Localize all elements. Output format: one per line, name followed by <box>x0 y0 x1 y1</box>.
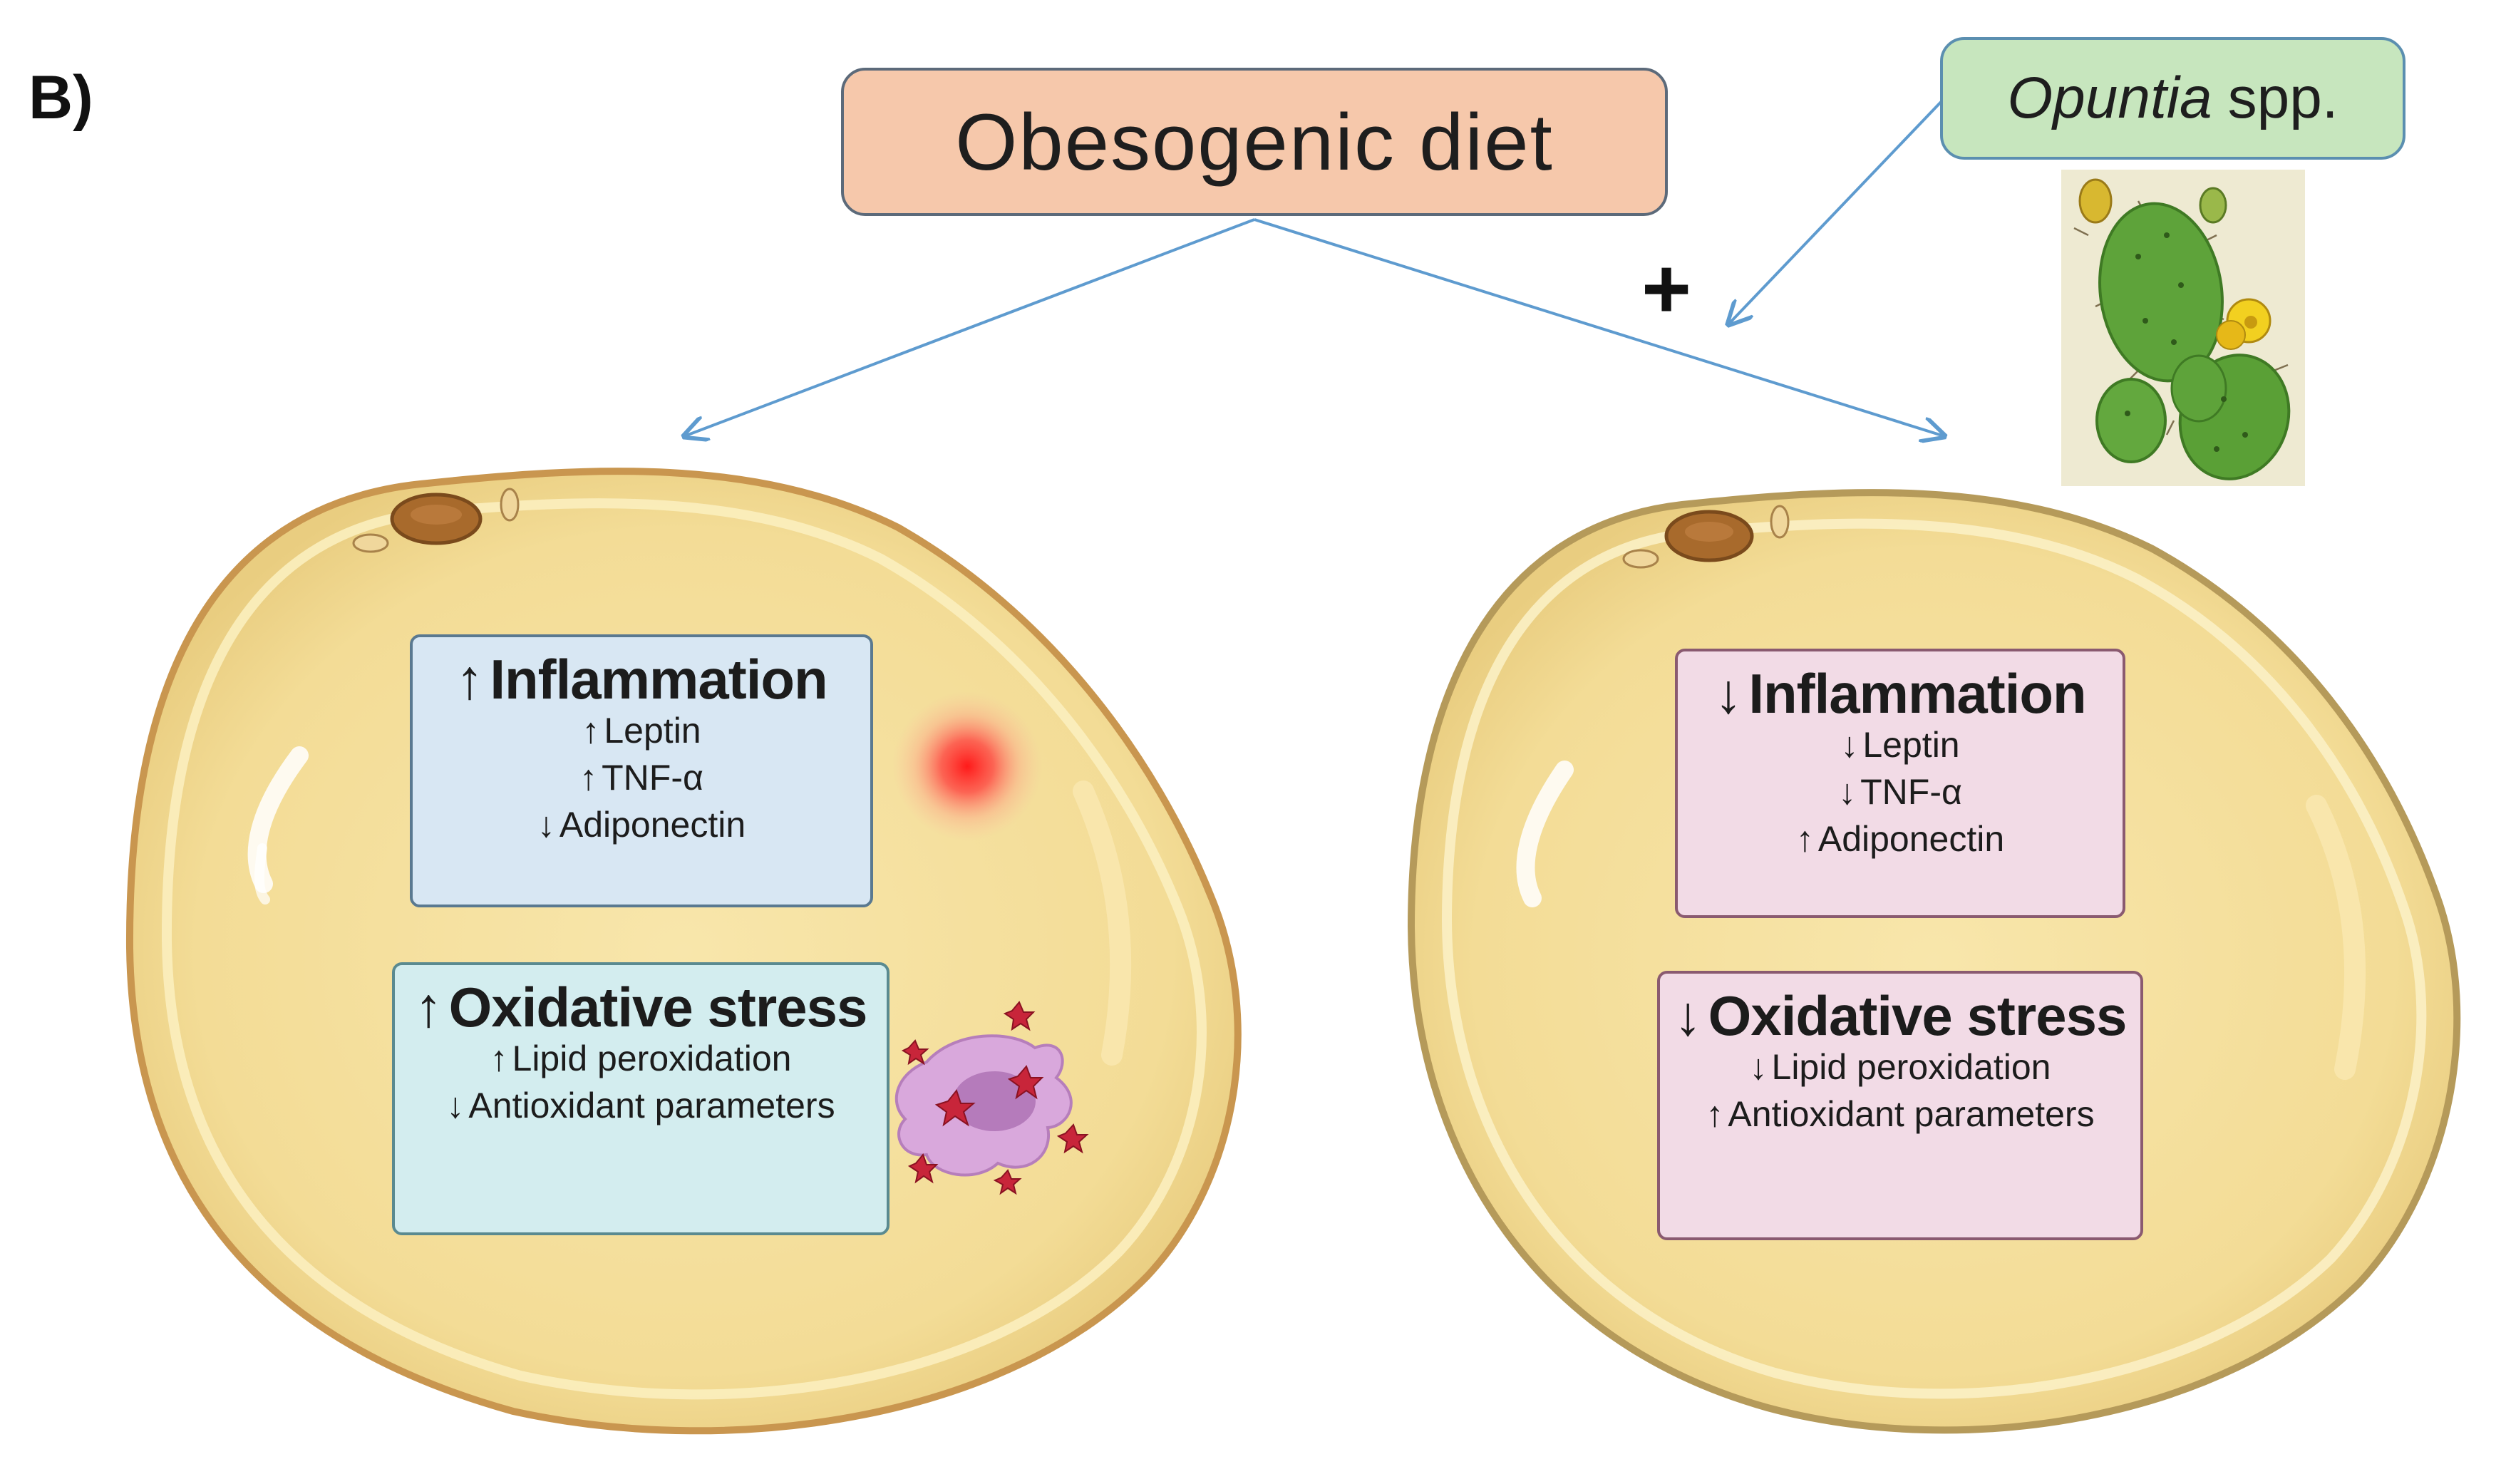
arrow-from-opuntia <box>1728 97 1946 324</box>
left-inflammation-item: ↑TNF-α <box>579 754 703 801</box>
arrow-down-icon: ↓ <box>1840 725 1859 765</box>
left-oxidative-item: ↓Antioxidant parameters <box>446 1082 835 1129</box>
left-oxidative-item: ↑Lipid peroxidation <box>490 1035 792 1082</box>
macrophage-ros-icon <box>894 1001 1089 1195</box>
obesogenic-diet-label: Obesogenic diet <box>955 97 1554 187</box>
arrow-up-icon: ↑ <box>414 976 443 1039</box>
arrow-up-icon: ↑ <box>490 1039 508 1078</box>
opuntia-genus: Opuntia <box>2007 66 2212 130</box>
panel-label: B) <box>29 63 93 132</box>
arrow-down-icon: ↓ <box>1674 984 1702 1047</box>
arrow-up-icon: ↑ <box>582 711 600 751</box>
arrow-down-icon: ↓ <box>537 805 555 845</box>
arrow-down-icon: ↓ <box>1714 662 1742 725</box>
right-oxidative-title: ↓Oxidative stress <box>1674 984 2128 1047</box>
cactus-flower <box>2216 298 2271 350</box>
right-oxidative-item: ↑Antioxidant parameters <box>1706 1091 2094 1138</box>
arrow-down-icon: ↓ <box>1838 772 1857 812</box>
arrow-down-icon: ↓ <box>1749 1047 1768 1087</box>
left-inflammation-title: ↑Inflammation <box>455 648 827 711</box>
arrow-up-icon: ↑ <box>579 758 598 798</box>
inflammation-glow-icon <box>892 691 1042 841</box>
arrow-up-icon: ↑ <box>1706 1094 1724 1134</box>
arrow-to-right-cell <box>1254 218 1944 436</box>
right-inflammation-item: ↓Leptin <box>1840 721 1959 768</box>
left-oxidative-title: ↑Oxidative stress <box>414 976 868 1039</box>
arrow-down-icon: ↓ <box>446 1086 465 1125</box>
left-inflammation-item: ↓Adiponectin <box>537 801 746 848</box>
right-inflammation-item: ↑Adiponectin <box>1796 815 2004 862</box>
left-inflammation-item: ↑Leptin <box>582 707 701 754</box>
left-oxidative-box: ↑Oxidative stress ↑Lipid peroxidation ↓A… <box>392 962 889 1235</box>
right-adipocyte-icon <box>1407 489 2461 1434</box>
right-inflammation-box: ↓Inflammation ↓Leptin ↓TNF-α ↑Adiponecti… <box>1675 649 2125 918</box>
arrow-up-icon: ↑ <box>1795 819 1814 859</box>
right-oxidative-item: ↓Lipid peroxidation <box>1750 1044 2051 1091</box>
arrow-to-left-cell <box>684 218 1255 436</box>
right-inflammation-item: ↓TNF-α <box>1838 768 1962 815</box>
opuntia-box: Opuntia spp. <box>1940 37 2405 160</box>
right-inflammation-title: ↓Inflammation <box>1714 662 2086 725</box>
left-inflammation-box: ↑Inflammation ↑Leptin ↑TNF-α ↓Adiponecti… <box>410 634 873 907</box>
plus-sign: + <box>1641 241 1692 336</box>
diet-arrows <box>684 97 1946 436</box>
left-adipocyte-icon <box>125 468 1242 1435</box>
arrow-up-icon: ↑ <box>455 648 483 711</box>
right-oxidative-box: ↓Oxidative stress ↓Lipid peroxidation ↑A… <box>1657 971 2143 1240</box>
obesogenic-diet-box: Obesogenic diet <box>841 68 1668 216</box>
opuntia-suffix: spp. <box>2227 66 2338 130</box>
cactus-icon <box>2061 170 2305 486</box>
